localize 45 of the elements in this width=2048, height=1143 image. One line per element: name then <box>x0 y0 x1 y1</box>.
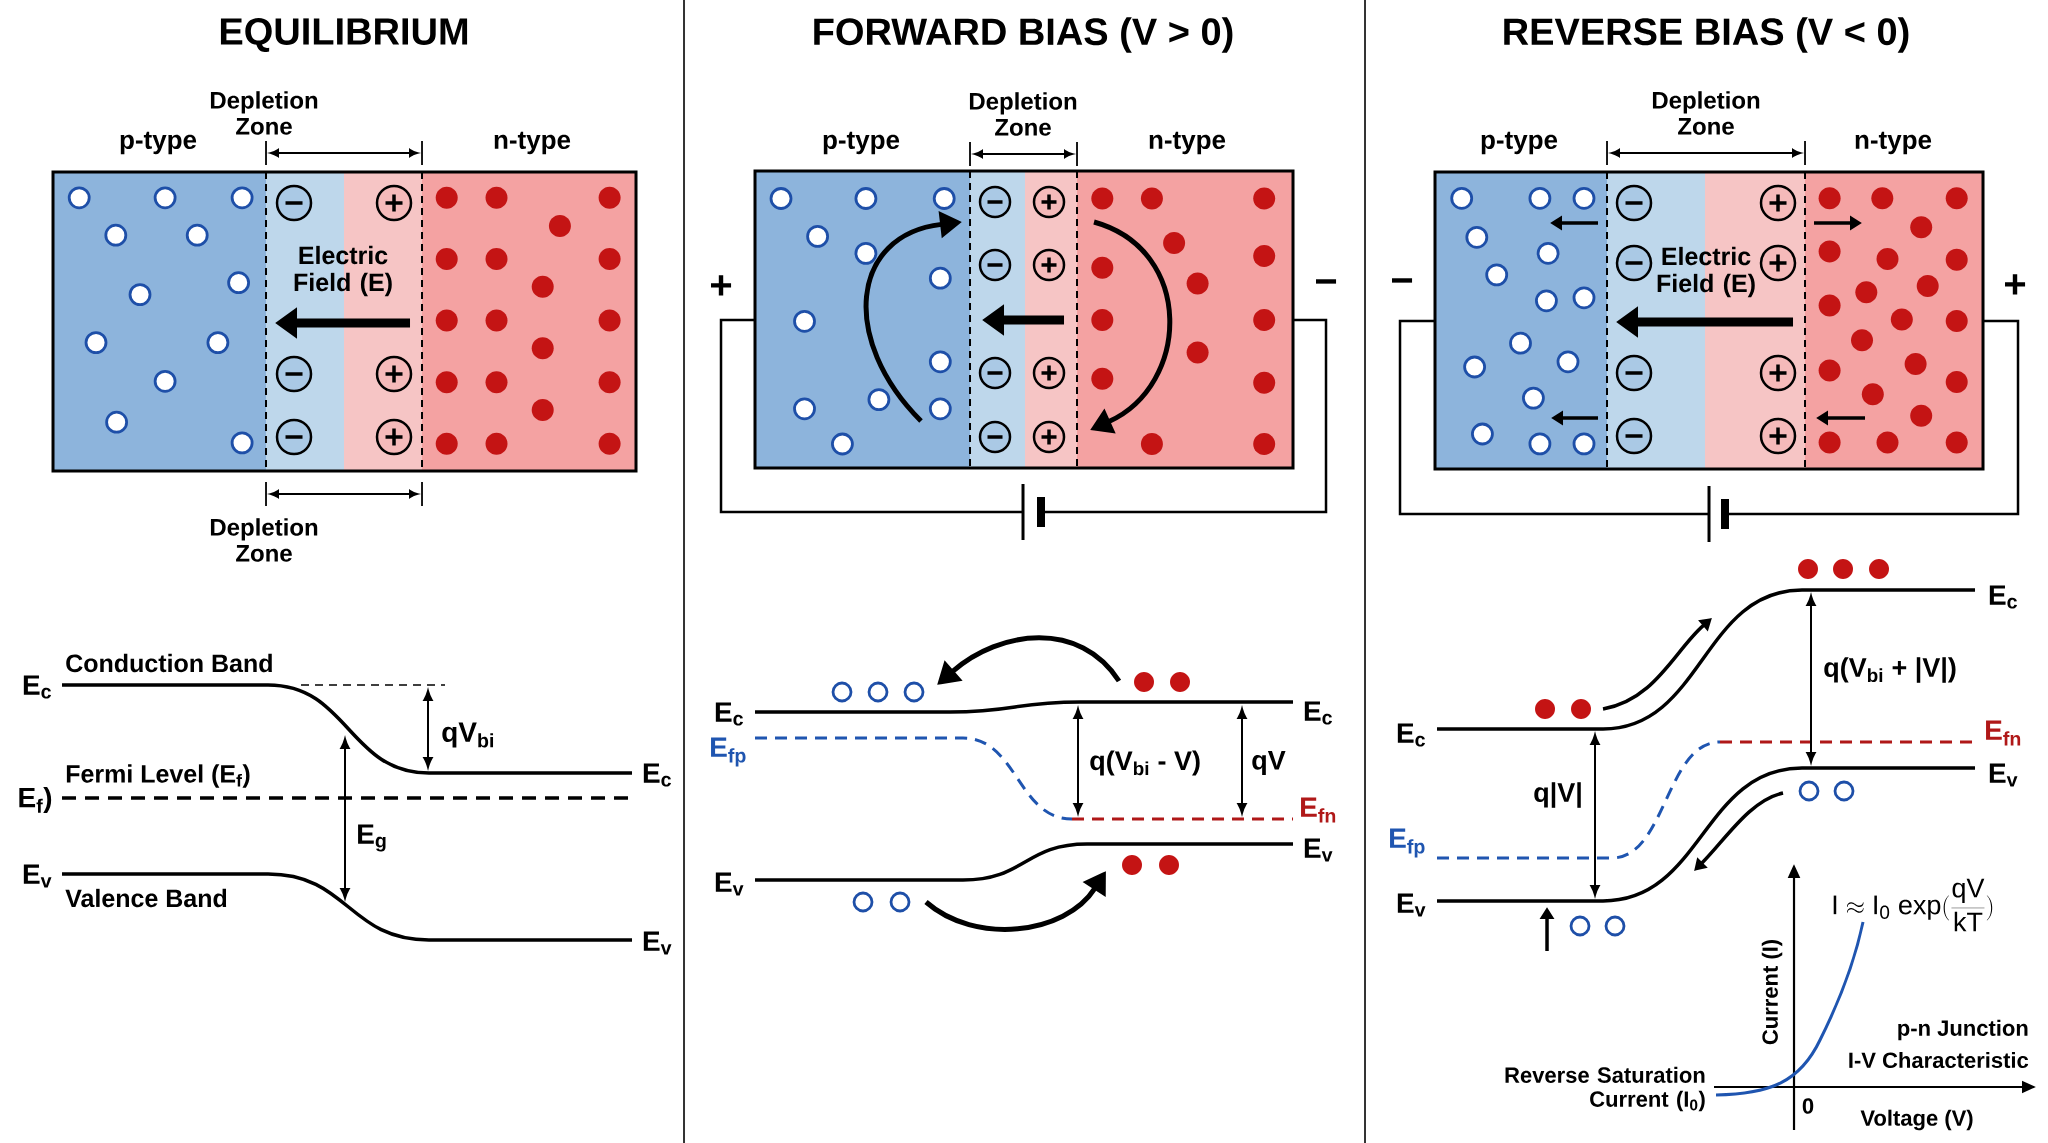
band-label: E$_{v}$ <box>715 872 744 896</box>
band-label: E$_{c}$ <box>1304 701 1332 725</box>
band-label: E$_{fn}$ <box>1986 720 2021 746</box>
region-label: Depletion Zone <box>1652 91 1760 135</box>
band-label: E$_{v}$ <box>1304 838 1333 862</box>
axis-title: Voltage (V) <box>1860 1109 1973 1131</box>
field-label: Electric Field (E) <box>1657 246 1755 298</box>
band-label: Fermi Level (E$_{f}$) <box>66 764 250 788</box>
energy-label: q|V| <box>1534 782 1581 808</box>
band-label: E$_{v}$ <box>23 864 52 888</box>
energy-label: E$_{g}$ <box>358 824 386 852</box>
band-label: E$_{c}$ <box>643 763 671 787</box>
panel-title: FORWARD BIAS (V > 0) <box>814 17 1233 53</box>
energy-label: qV <box>1252 750 1286 776</box>
energy-label: qV$_{bi}$ <box>442 722 494 748</box>
region-label: Depletion Zone <box>969 92 1077 136</box>
panel-title: EQUILIBRIUM <box>220 18 468 52</box>
chart-title: I-V Characteristic <box>1849 1051 2029 1069</box>
field-label: Electric Field (E) <box>294 245 392 297</box>
annotation: Reverse Saturation Current (I$_{0}$) <box>1505 1066 1705 1112</box>
band-label: E$_{fp}$ <box>711 737 746 767</box>
chart-title: p-n Junction <box>1898 1019 2028 1041</box>
band-label: E$_{fp}$ <box>1390 828 1425 858</box>
band-label: E$_{v}$ <box>1989 763 2018 787</box>
energy-label: q(V$_{bi}$ + |V|) <box>1824 657 1956 683</box>
band-label: E$_{c}$ <box>1397 723 1425 747</box>
band-label: Conduction Band <box>66 653 272 673</box>
band-label: E$_{c}$ <box>715 702 743 726</box>
band-label: E$_{c}$ <box>1989 585 2017 609</box>
polarity-sign: + <box>711 275 732 296</box>
region-label: Depletion Zone <box>210 91 318 135</box>
formula: $\mathrm{I \approx I_{0}\ exp(\frac{qV}{kT})}$ <box>1833 878 1993 932</box>
polarity-sign: − <box>1316 279 1337 284</box>
polarity-sign: − <box>1392 278 1413 283</box>
tick-label: 0 <box>1802 1098 1814 1114</box>
band-label: E$_{fn}$ <box>1301 797 1336 823</box>
panel-title: REVERSE BIAS (V < 0) <box>1504 17 1909 53</box>
band-label: E$_{f}$) <box>19 786 52 814</box>
energy-label: q(V$_{bi}$ - V) <box>1090 750 1200 776</box>
axis-title: Current (I) <box>1761 939 1783 1045</box>
band-label: E$_{v}$ <box>643 931 672 955</box>
band-label: E$_{v}$ <box>1397 893 1426 917</box>
band-label: Valence Band <box>65 888 227 908</box>
region-label: Depletion Zone <box>210 518 318 562</box>
band-label: E$_{c}$ <box>23 675 51 699</box>
